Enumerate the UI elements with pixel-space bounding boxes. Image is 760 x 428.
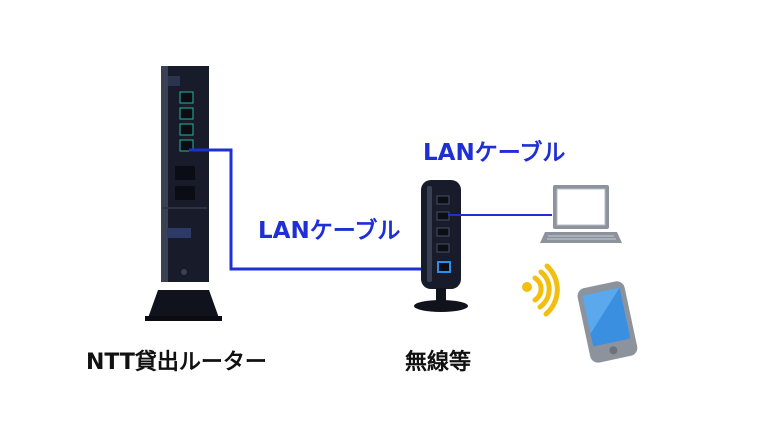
laptop-icon	[540, 185, 622, 243]
ntt-router-lan-ports	[179, 91, 194, 152]
smartphone-icon	[577, 281, 638, 363]
ntt-router-label: NTT貸出ルーター	[86, 349, 267, 375]
wireless-router-wan-port	[437, 261, 451, 273]
lan-cable-label-upper: LANケーブル	[423, 139, 565, 166]
ntt-router	[145, 66, 222, 321]
lan-cable-label-lower: LANケーブル	[258, 217, 400, 244]
wireless-router-base	[414, 300, 468, 312]
wireless-router-label: 無線等	[405, 349, 471, 375]
lan-cable-router-to-wireless	[189, 148, 446, 271]
wifi-signal-icon	[522, 263, 560, 317]
ntt-router-stand	[148, 290, 219, 318]
wireless-router	[414, 180, 468, 312]
